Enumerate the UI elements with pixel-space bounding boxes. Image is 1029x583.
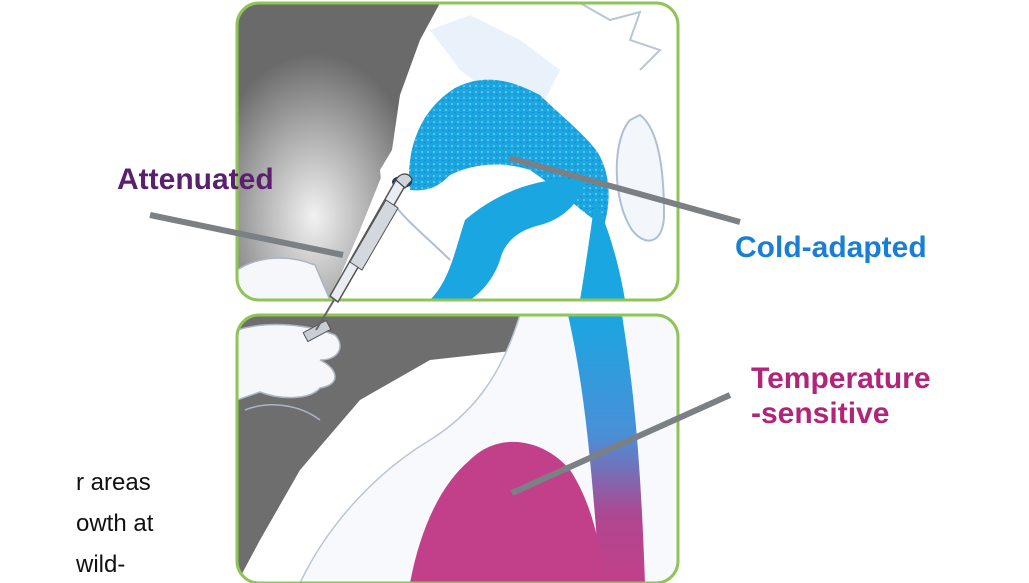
top-panel [237, 3, 678, 300]
side-text-line3: wild- [76, 549, 125, 581]
attenuated-label: Attenuated [117, 163, 274, 197]
temperature-sensitive-label-line2: -sensitive [751, 397, 889, 431]
temperature-sensitive-label-line1: Temperature [751, 362, 931, 396]
side-text-line2: owth at [76, 508, 153, 540]
cold-adapted-label: Cold-adapted [735, 231, 927, 265]
side-text-line1: r areas [76, 467, 151, 499]
